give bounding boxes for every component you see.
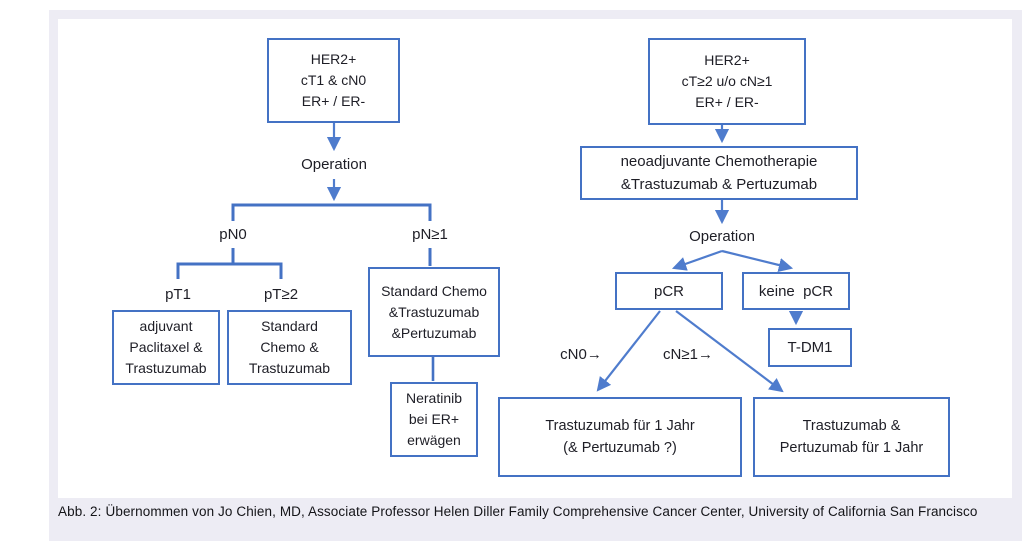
node-pcr: pCR	[615, 272, 723, 310]
node-trastuzumab-pertuzumab-1-jahr: Trastuzumab & Pertuzumab für 1 Jahr	[753, 397, 950, 477]
label-operation-left: Operation	[301, 156, 367, 173]
figure-caption: Abb. 2:Übernommen von Jo Chien, MD, Asso…	[58, 504, 1008, 519]
flowchart-canvas: HER2+ cT1 & cN0 ER+ / ER- Operation pN0 …	[58, 19, 1012, 498]
figure-caption-label: Abb. 2:	[58, 504, 102, 519]
node-standard-chemo-pertuzumab: Standard Chemo &Trastuzumab &Pertuzumab	[368, 267, 500, 357]
node-her2-ct2-cn1: HER2+ cT≥2 u/o cN≥1 ER+ / ER-	[648, 38, 806, 125]
label-cn-ge1: cN≥1→	[663, 346, 713, 363]
arrow-operation-to-pcr	[671, 249, 723, 271]
label-pn-ge1: pN≥1	[412, 226, 448, 243]
figure-panel: HER2+ cT1 & cN0 ER+ / ER- Operation pN0 …	[49, 10, 1022, 541]
node-keine-pcr: keine pCR	[742, 272, 850, 310]
node-standard-chemo: Standard Chemo & Trastuzumab	[227, 310, 352, 385]
label-operation-right: Operation	[689, 228, 755, 245]
node-neoadjuvant-chemo: neoadjuvante Chemotherapie &Trastuzumab …	[580, 146, 858, 200]
connector-pt-branch	[176, 262, 283, 279]
connector-pn-branch	[231, 203, 432, 221]
label-pt1: pT1	[165, 286, 191, 303]
node-neratinib: Neratinib bei ER+ erwägen	[390, 382, 478, 457]
arrow-operation-to-keine-pcr	[721, 249, 794, 273]
node-tdm1: T-DM1	[768, 328, 852, 367]
figure-caption-text: Übernommen von Jo Chien, MD, Associate P…	[105, 504, 978, 519]
connector-layer	[176, 123, 804, 393]
node-trastuzumab-1-jahr: Trastuzumab für 1 Jahr (& Pertuzumab ?)	[498, 397, 742, 477]
label-pn0: pN0	[219, 226, 247, 243]
label-cn0: cN0→	[560, 346, 602, 363]
node-adjuvant-paclitaxel: adjuvant Paclitaxel & Trastuzumab	[112, 310, 220, 385]
label-pt-ge2: pT≥2	[263, 286, 299, 303]
arrow-pcr-cn0-to-trastuzumab	[596, 310, 661, 392]
node-her2-ct1-cn0: HER2+ cT1 & cN0 ER+ / ER-	[267, 38, 400, 123]
arrow-pcr-cnge1-to-trastuzumab-pertuzumab	[675, 310, 784, 393]
